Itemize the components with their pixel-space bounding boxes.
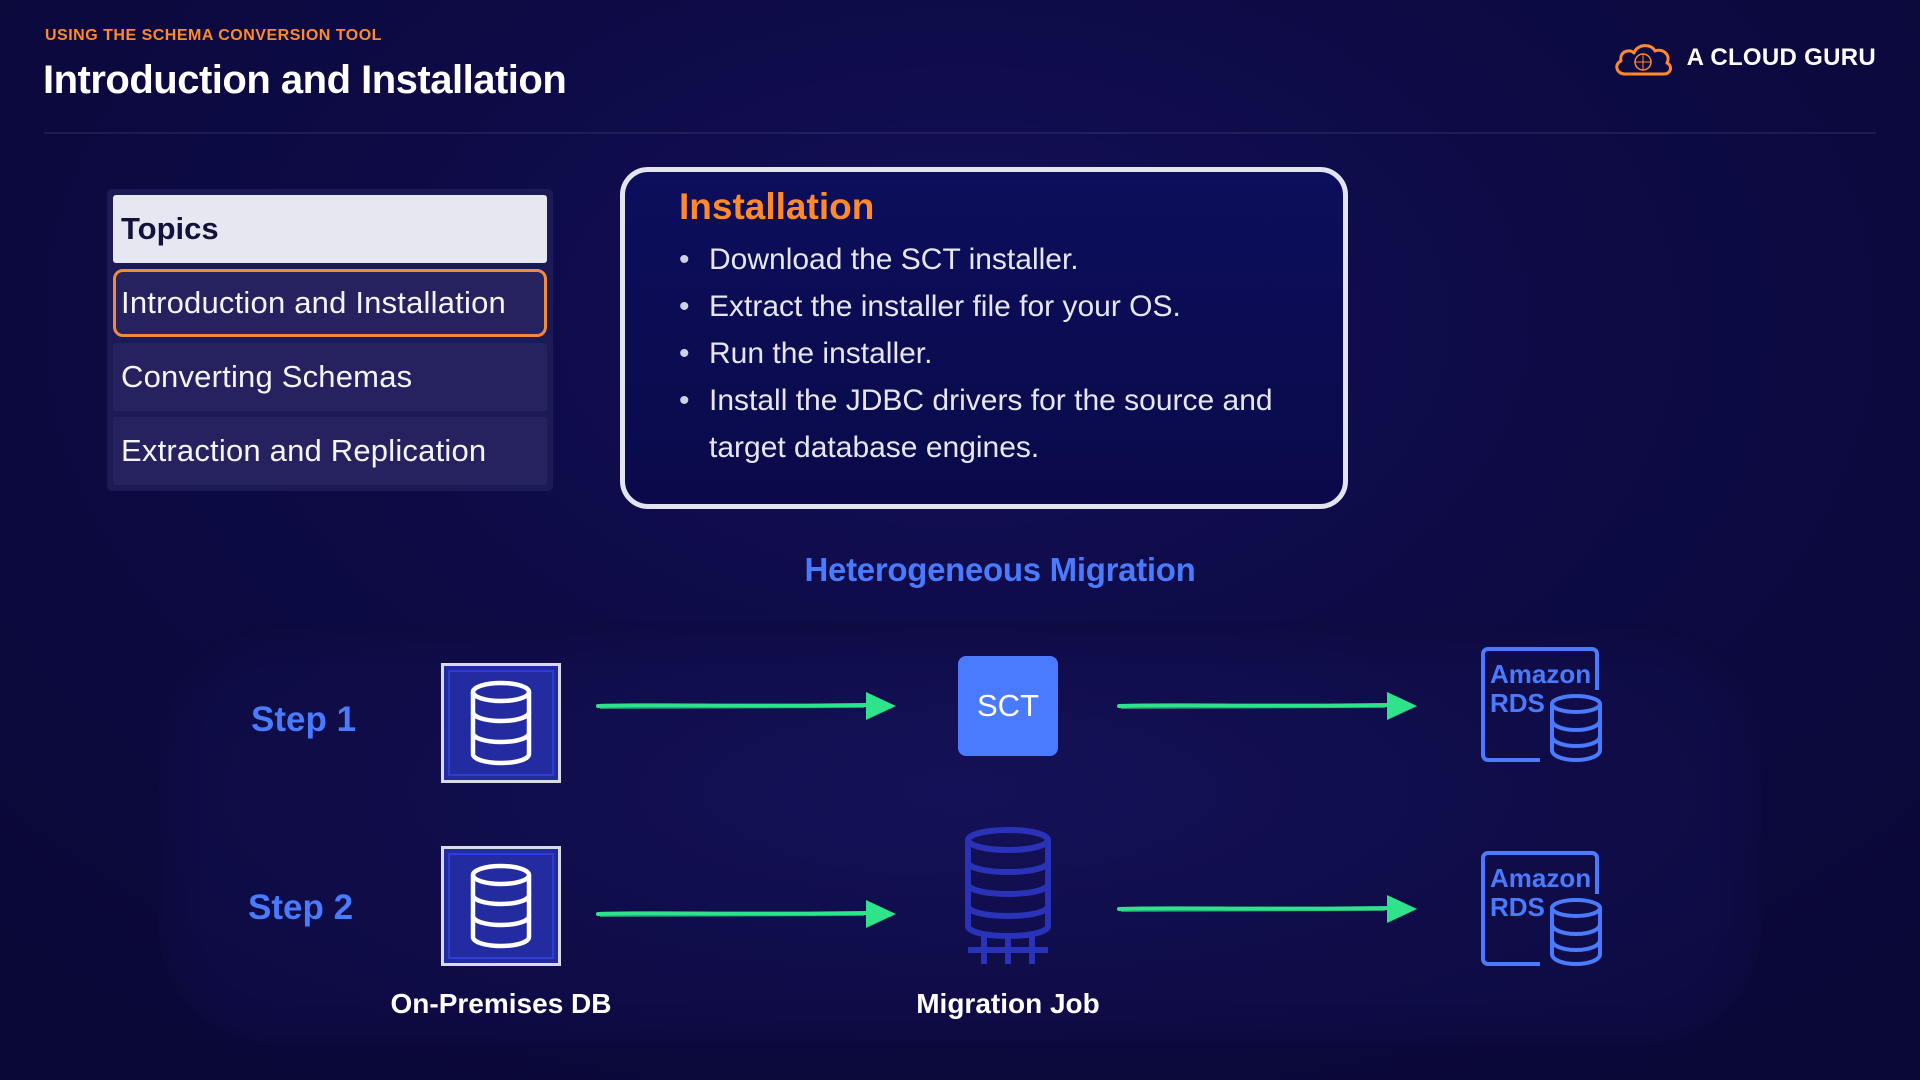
- database-icon: [470, 863, 532, 949]
- topic-converting-schemas[interactable]: Converting Schemas: [113, 343, 547, 411]
- diagram-title: Heterogeneous Migration: [804, 551, 1196, 588]
- rds-label-line2: RDS: [1490, 688, 1545, 718]
- amazon-rds-icon: Amazon RDS: [1481, 851, 1602, 967]
- arrow-right-icon: [596, 692, 896, 720]
- brand-name: A CLOUD GURU: [1686, 44, 1876, 71]
- step-2-label: Step 2: [248, 888, 354, 927]
- brand-logo: A CLOUD GURU: [1611, 36, 1876, 80]
- migration-job-icon: [965, 827, 1051, 964]
- page-title: Introduction and Installation: [43, 58, 567, 102]
- installation-step: Run the installer.: [679, 330, 1293, 377]
- arrow-right-icon: [1117, 692, 1417, 720]
- installation-step: Install the JDBC drivers for the source …: [679, 377, 1293, 471]
- topic-introduction-and-installation[interactable]: Introduction and Installation: [113, 269, 547, 337]
- topic-extraction-and-replication[interactable]: Extraction and Replication: [113, 417, 547, 485]
- database-icon: [470, 680, 532, 766]
- installation-steps: Download the SCT installer. Extract the …: [679, 236, 1293, 471]
- section-kicker: USING THE SCHEMA CONVERSION TOOL: [45, 27, 382, 44]
- installation-card: Installation Download the SCT installer.…: [620, 167, 1348, 509]
- installation-title: Installation: [679, 186, 875, 227]
- on-premises-db-icon: [441, 846, 561, 966]
- diagram-title-row: Heterogeneous Migration: [0, 551, 1920, 589]
- topics-panel: Topics Introduction and Installation Con…: [108, 190, 552, 490]
- rds-label-line1: Amazon: [1490, 659, 1591, 689]
- on-premises-db-icon: [441, 663, 561, 783]
- sct-box: SCT: [958, 656, 1058, 756]
- installation-step: Extract the installer file for your OS.: [679, 283, 1293, 330]
- rds-label-line2: RDS: [1490, 892, 1545, 922]
- header-divider: [44, 132, 1876, 134]
- arrow-right-icon: [1117, 895, 1417, 923]
- step-1-label: Step 1: [251, 700, 357, 739]
- installation-step: Download the SCT installer.: [679, 236, 1293, 283]
- cloud-logo-icon: [1614, 44, 1672, 76]
- arrow-right-icon: [596, 900, 896, 928]
- amazon-rds-icon: Amazon RDS: [1481, 647, 1602, 763]
- rds-label-line1: Amazon: [1490, 863, 1591, 893]
- middle-caption: Migration Job: [916, 988, 1100, 1019]
- source-caption: On-Premises DB: [390, 988, 612, 1019]
- topics-heading: Topics: [113, 195, 547, 263]
